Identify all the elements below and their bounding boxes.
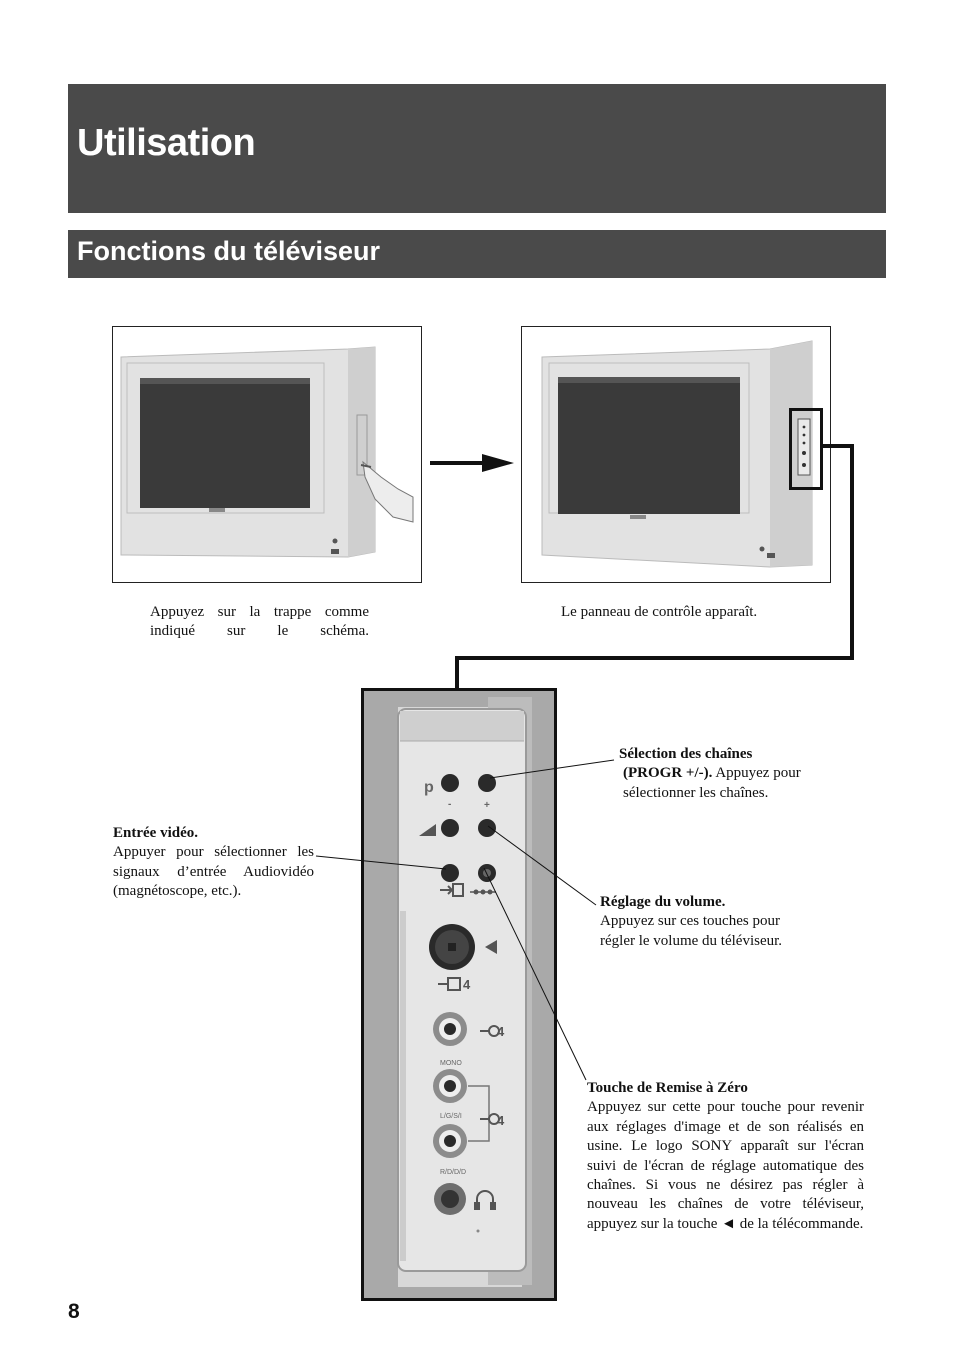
callout-reset: Touche de Remise à Zéro Appuyez sur cett… [587, 1079, 864, 1234]
input-icon [440, 883, 464, 897]
left-arrow-icon [485, 940, 497, 954]
callout-volume-text: Appuyez sur ces touches pour régler le v… [600, 913, 783, 949]
callout-volume: Réglage du volume. Appuyez sur ces touch… [600, 893, 810, 951]
control-panel-highlight-box [789, 408, 823, 490]
chapter-title: Utilisation [77, 122, 256, 164]
control-panel-frame: p - + 4 4 MONO L/G/S/I 4 R/D/D/D [361, 688, 557, 1301]
control-panel-image: p - + 4 4 MONO L/G/S/I 4 R/D/D/D [364, 691, 554, 1298]
page-number: 8 [68, 1300, 80, 1323]
callout-video-input-text: Appuyer pour sélectionner les signaux d’… [113, 844, 314, 900]
arrow-right-icon [430, 454, 514, 472]
av-input-icon [480, 1025, 500, 1037]
panel-label-lgsi: L/G/S/I [440, 1113, 462, 1120]
panel-label-p: p [424, 779, 434, 796]
callout-reset-title: Touche de Remise à Zéro [587, 1080, 748, 1096]
callout-channel-text: Appuyez pour sélectionner les chaînes. [623, 765, 801, 801]
tv-left-icon [120, 346, 414, 558]
panel-label-svideo-num: 4 [463, 977, 471, 992]
panel-label-av-num-1: 4 [497, 1024, 505, 1039]
callout-channel-bold: (PROGR +/-). [623, 765, 713, 782]
callout-video-input: Entrée vidéo. Appuyer pour sélectionner … [113, 824, 314, 902]
panel-label-plus: + [484, 800, 490, 811]
tv-photo-left [112, 326, 422, 583]
caption-left: Appuyez sur la trappe comme indiqué sur … [150, 604, 369, 639]
callout-reset-text: Appuyez sur cette pour touche pour reven… [587, 1099, 864, 1232]
section-header-bar [68, 230, 886, 278]
panel-label-av-num-2: 4 [497, 1113, 505, 1128]
volume-icon [419, 824, 436, 836]
panel-label-minus: - [448, 799, 451, 810]
callout-video-input-title: Entrée vidéo. [113, 825, 198, 841]
caption-right: Le panneau de contrôle apparaît. [561, 604, 758, 620]
callout-channel-title: Sélection des chaînes [619, 746, 753, 762]
callout-channel-selection: Sélection des chaînes (PROGR +/-). Appuy… [619, 745, 849, 803]
panel-label-mono: MONO [440, 1060, 462, 1067]
svideo-input-icon [438, 977, 461, 991]
reset-icon [470, 889, 496, 895]
headphone-icon [474, 1190, 496, 1210]
section-title: Fonctions du téléviseur [77, 236, 381, 266]
panel-label-rddd: R/D/D/D [440, 1169, 466, 1176]
chapter-header-bar [68, 84, 886, 213]
callout-volume-title: Réglage du volume. [600, 894, 726, 910]
tv-photo-right [521, 326, 831, 583]
